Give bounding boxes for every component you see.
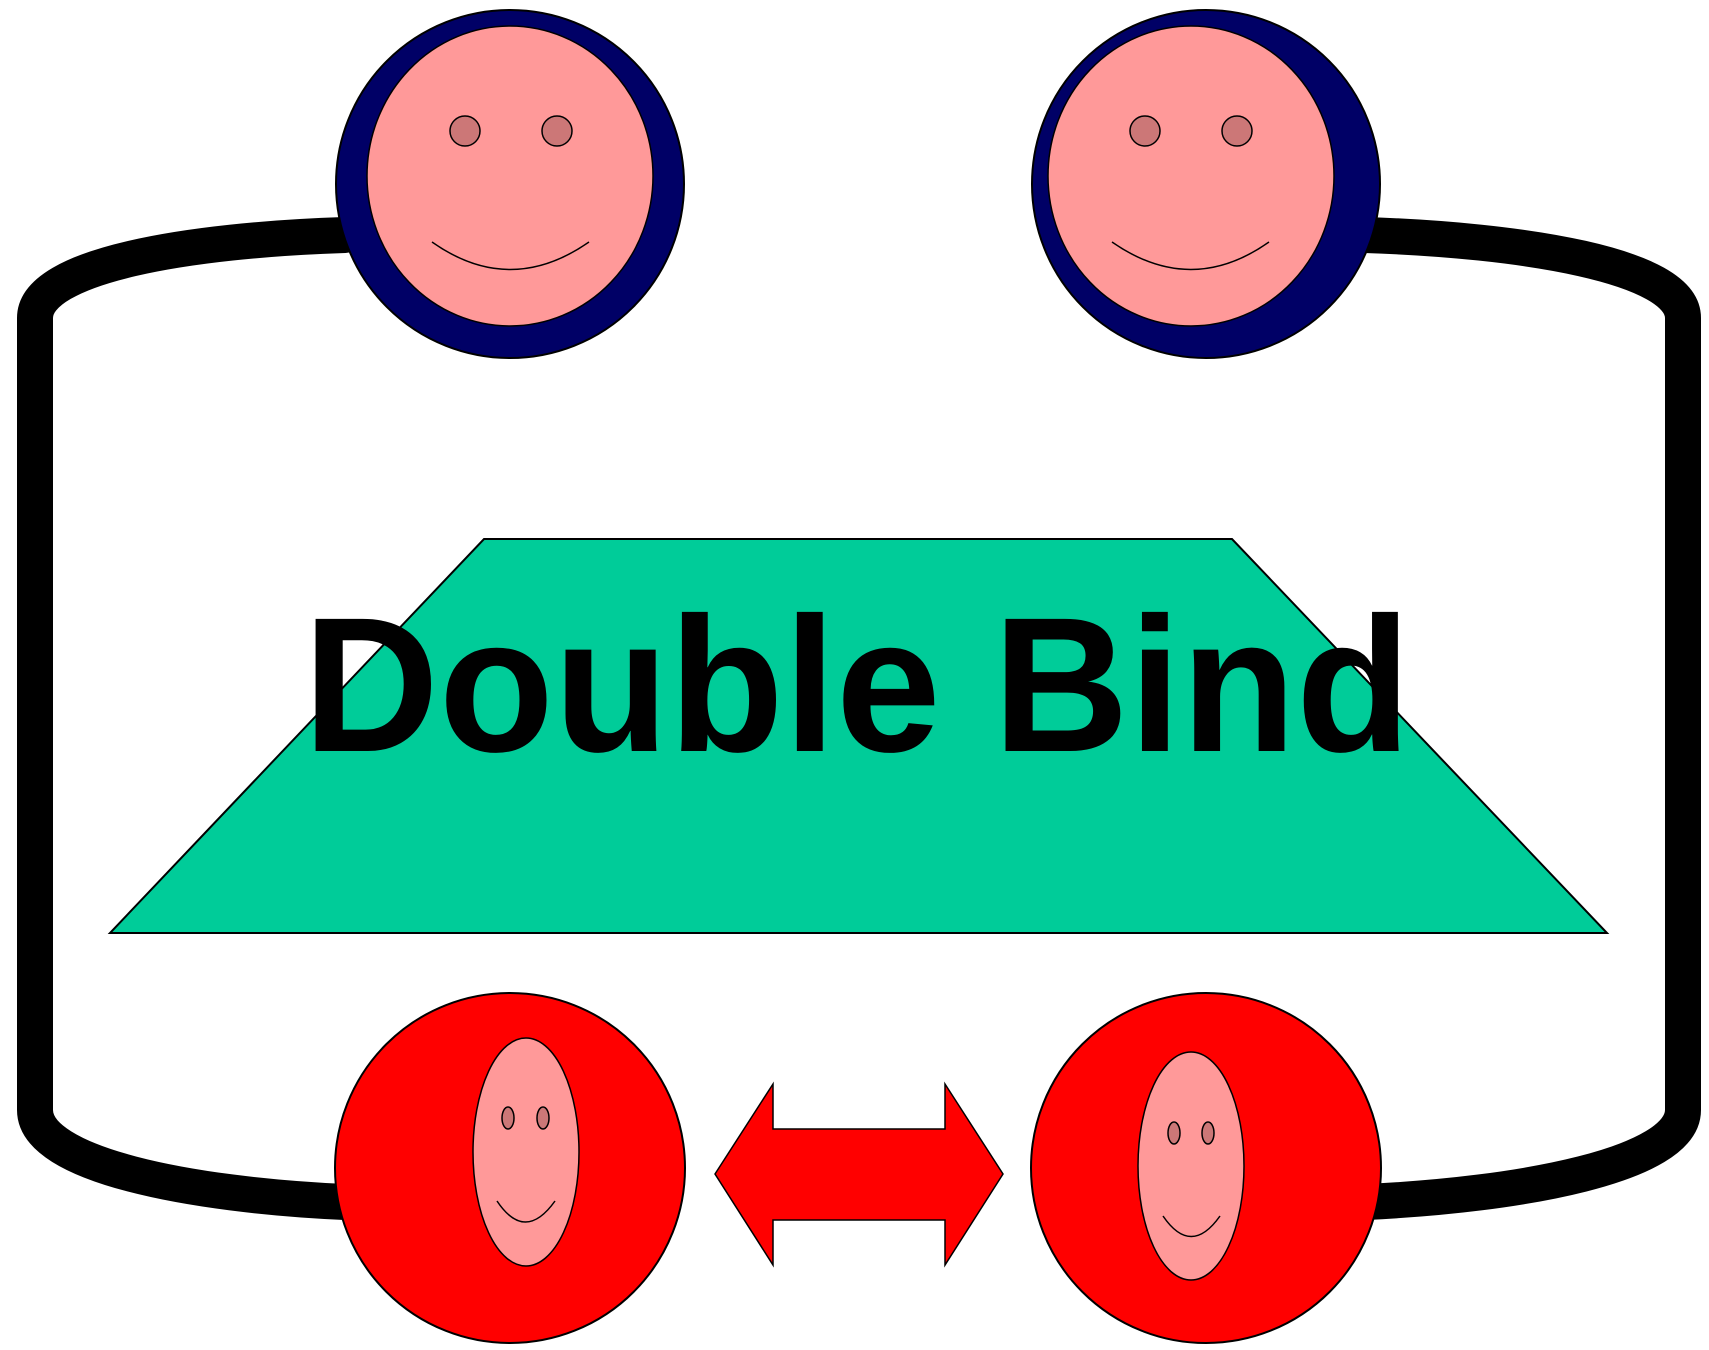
bottom-right-face-eye-left: [1167, 1121, 1181, 1145]
top-left-face-icon: [335, 9, 685, 359]
bottom-left-face-icon: [334, 992, 686, 1344]
trapezoid-shape: [107, 538, 1610, 934]
top-left-face-skin: [366, 25, 654, 327]
bottom-right-face-skin: [1137, 1051, 1245, 1281]
top-right-face-eye-right: [1221, 115, 1253, 147]
top-right-face-skin: [1047, 25, 1335, 327]
top-right-face-eye-left: [1129, 115, 1161, 147]
top-left-face-smile: [431, 241, 590, 271]
bottom-right-face-smile: [1162, 1215, 1221, 1238]
bottom-right-face-eye-right: [1201, 1121, 1215, 1145]
top-right-face-icon: [1031, 9, 1381, 359]
bottom-left-face-eye-right: [536, 1106, 550, 1130]
loop-line: [17, 217, 1701, 1220]
bottom-left-face-skin: [472, 1037, 580, 1267]
top-left-face-eye-left: [449, 115, 481, 147]
top-left-face-eye-right: [541, 115, 573, 147]
bottom-left-face-eye-left: [501, 1106, 515, 1130]
top-right-face-smile: [1111, 241, 1270, 271]
diagram-title: Double Bind: [303, 577, 1411, 792]
bottom-right-face-icon: [1030, 992, 1382, 1344]
double-headed-arrow-icon: [714, 1081, 1004, 1268]
bottom-left-face-smile: [496, 1200, 556, 1223]
